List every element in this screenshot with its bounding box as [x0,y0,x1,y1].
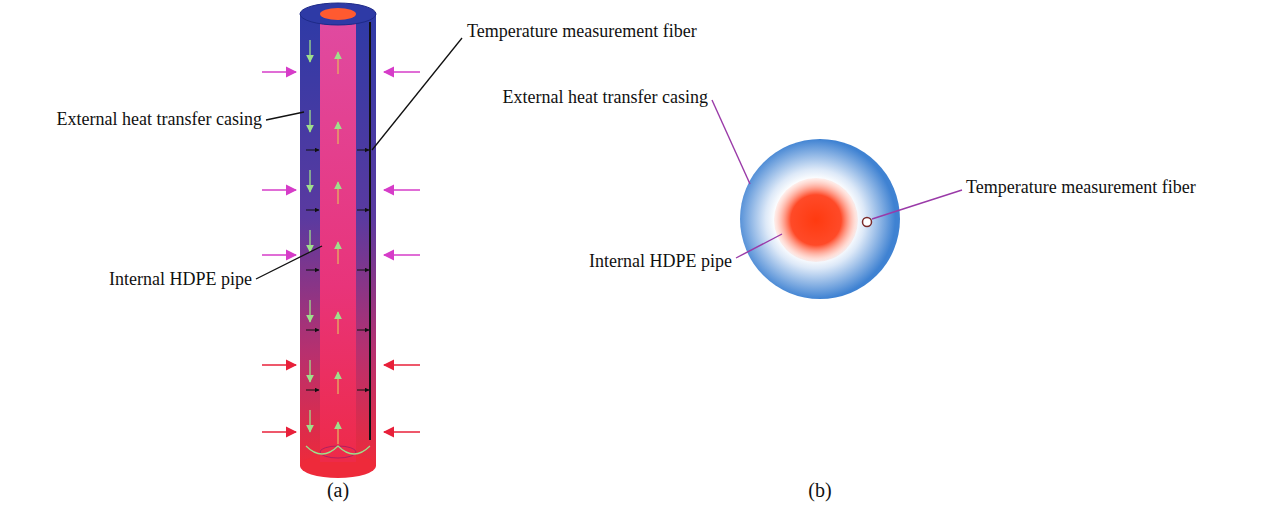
part-label: Temperature measurement fiber [467,22,697,42]
part-label: Temperature measurement fiber [966,178,1196,198]
section-illustration [740,139,900,299]
part-label: Internal HDPE pipe [589,252,732,272]
leader-lines [256,38,462,279]
panel-caption: (a) [327,479,349,501]
panel-caption: (b) [808,479,831,501]
tube-illustration [262,0,420,478]
leader-lines [712,100,962,258]
part-label: External heat transfer casing [503,88,708,108]
part-label: Internal HDPE pipe [109,270,252,290]
part-label: External heat transfer casing [57,110,262,130]
